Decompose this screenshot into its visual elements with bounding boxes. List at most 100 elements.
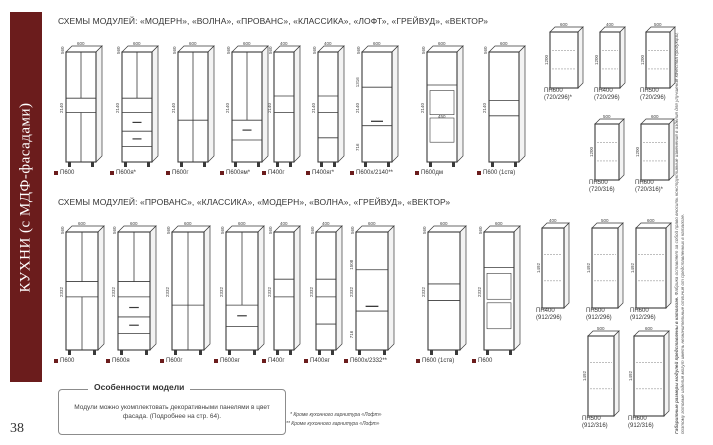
- left-band: КУХНИ (с МДФ-фасадами) 38: [0, 0, 42, 445]
- module-label-text: П600яг: [220, 358, 240, 364]
- upper-module-label: ПН600(912/296): [630, 308, 656, 322]
- width-dim: 600: [440, 221, 448, 226]
- module-label: П600: [54, 358, 74, 364]
- footnote-2: ** Кроме кухонного гарнитура «Лофт»: [286, 421, 380, 427]
- depth-dim: 560: [356, 46, 361, 54]
- module-label-text: П400г: [268, 170, 285, 176]
- depth-dim: 560: [268, 226, 273, 234]
- module-label: П600г: [166, 170, 189, 176]
- upper-module-label-text: ПН500: [582, 416, 601, 422]
- upper-module-size-text: (912/296): [630, 315, 656, 321]
- upper-module-label-text: ПН400: [536, 308, 555, 314]
- width-dim: 500: [654, 22, 662, 27]
- upper-module-drawing: 500 1200: [640, 22, 676, 89]
- module-label: П400яг: [304, 358, 330, 364]
- height-dim: 2140: [59, 102, 64, 113]
- upper-module-label: ПН600(720/296)*: [544, 88, 572, 102]
- features-title: Особенности модели: [88, 382, 191, 392]
- height-dim: 2140: [355, 102, 360, 113]
- depth-dim: 560: [166, 226, 171, 234]
- upper-module-label: ПН600(912/316): [628, 416, 654, 430]
- depth-dim: 560: [478, 226, 483, 234]
- footnote-1: * Кроме кухонного гарнитура «Лофт»: [290, 412, 382, 418]
- module-label: П600 (1ств): [416, 358, 454, 364]
- height-dim: 2332: [59, 286, 64, 297]
- depth-dim: 560: [60, 46, 65, 54]
- height-dim: 1492: [536, 262, 541, 273]
- height-dim: 2332: [165, 286, 170, 297]
- module-label-text: П600: [478, 358, 493, 364]
- upper-module-size-text: (720/296): [594, 95, 620, 101]
- width-dim: 400: [549, 218, 557, 223]
- height-dim: 1492: [628, 370, 633, 381]
- label-marker: [415, 171, 419, 175]
- module-label-text: П600 (1ств): [422, 358, 455, 364]
- label-marker: [54, 359, 58, 363]
- width-dim: 600: [184, 221, 192, 226]
- module-label: П600: [472, 358, 492, 364]
- module-label-text: П600 (1ств): [483, 170, 516, 176]
- upper-module-size-text: (720/316)*: [635, 187, 664, 193]
- depth-dim: 560: [172, 46, 177, 54]
- module-label: П600ям*: [220, 170, 250, 176]
- upper-module-r2u-0: 400 1492: [532, 218, 570, 314]
- width-dim: 600: [368, 221, 376, 226]
- label-marker: [220, 171, 224, 175]
- width-dim: 600: [647, 218, 655, 223]
- upper-module-label-text: ПН500: [586, 308, 605, 314]
- upper-module-size-text: (720/316): [589, 187, 615, 193]
- label-marker: [262, 171, 266, 175]
- module-label-text: П600х/2140**: [356, 170, 394, 176]
- module-label: П400г: [262, 358, 285, 364]
- width-dim: 600: [560, 22, 568, 27]
- height-dim: 2332: [349, 286, 354, 297]
- side-note-bold: Габаритные размеры модулей представлены …: [674, 296, 679, 434]
- width-dim: 500: [603, 114, 611, 119]
- upper-module-label-text: ПН600: [544, 88, 563, 94]
- label-marker: [306, 171, 310, 175]
- label-marker: [54, 171, 58, 175]
- depth-dim: 560: [421, 46, 426, 54]
- upper-module-label-text: ПН500: [589, 180, 608, 186]
- depth-dim: 560: [60, 226, 65, 234]
- height-dim: 1200: [640, 54, 645, 65]
- depth-dim: 560: [116, 46, 121, 54]
- label-marker: [477, 171, 481, 175]
- depth-dim: 560: [312, 46, 317, 54]
- width-dim: 600: [243, 41, 251, 46]
- upper-module-label: ПН400(912/296): [536, 308, 562, 322]
- module-label: П600х/2332**: [344, 358, 387, 364]
- height-dim: 2140: [420, 102, 425, 113]
- depth-dim: 560: [268, 46, 273, 54]
- label-marker: [106, 359, 110, 363]
- height-dim: 2140: [171, 102, 176, 113]
- inner-top-dim: 1508: [349, 259, 354, 270]
- row1-heading: СХЕМЫ МОДУЛЕЙ: «МОДЕРН», «ВОЛНА», «ПРОВА…: [58, 16, 489, 26]
- label-marker: [160, 359, 164, 363]
- width-dim: 400: [606, 22, 614, 27]
- width-dim: 400: [322, 221, 330, 226]
